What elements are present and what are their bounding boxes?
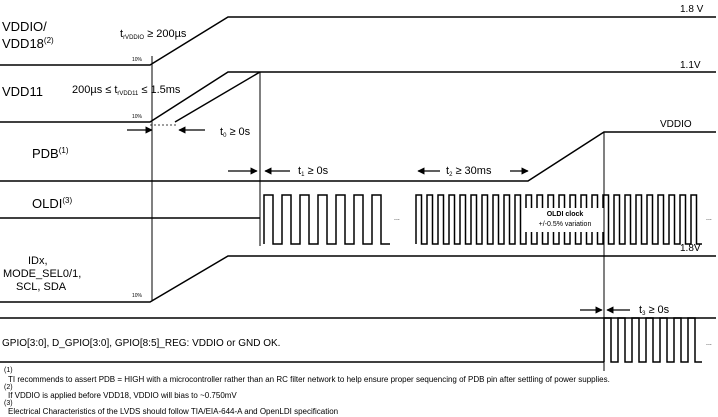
idx-level: 1.8V [680, 243, 701, 254]
idx-waveform [0, 255, 716, 303]
pdb-level: VDDIO [660, 119, 692, 130]
oldi-ellipsis-2: ... [706, 215, 712, 222]
idx-label-3: SCL, SDA [16, 281, 67, 293]
gpio-ellipsis: ... [706, 340, 712, 347]
oldi-burst-2 [415, 194, 702, 245]
oldi-ellipsis-1: ... [394, 215, 400, 222]
t3-label: t3 ≥ 0s [639, 304, 670, 317]
vdd11-waveform-max [174, 71, 261, 123]
footnote-2-num: (2) [4, 384, 13, 391]
t0-label: t0 ≥ 0s [220, 126, 251, 139]
vddio-level: 1.8 V [680, 4, 704, 15]
pdb-waveform [0, 131, 716, 182]
vddio-label: VDDIO/ [2, 19, 47, 34]
oldi-clock-box [525, 208, 605, 232]
idx-label-1: IDx, [28, 255, 48, 267]
vdd18-label: VDD18(2) [2, 36, 54, 51]
ten-percent-mark-a: 10% [132, 57, 143, 63]
ten-percent-mark-b: 10% [132, 114, 143, 120]
t2-label: t2 ≥ 30ms [446, 165, 492, 178]
vdd11-label: VDD11 [2, 84, 43, 99]
pdb-label: PDB(1) [32, 146, 69, 161]
oldi-burst-1 [263, 194, 390, 245]
oldi-clock-line2: +/-0.5% variation [539, 221, 592, 228]
oldi-clock-line1: OLDI clock [547, 211, 584, 218]
vdd11-level: 1.1V [680, 60, 701, 71]
footnote-3-num: (3) [4, 400, 13, 407]
footnote-2-text: If VDDIO is applied before VDD18, VDDIO … [8, 391, 237, 400]
gpio-burst [603, 317, 702, 363]
footnote-1-text: TI recommends to assert PDB = HIGH with … [8, 375, 610, 384]
footnote-3-text: Electrical Characteristics of the LVDS s… [8, 407, 338, 416]
t1-label: t1 ≥ 0s [298, 165, 329, 178]
gpio-label: GPIO[3:0], D_GPIO[3:0], GPIO[8:5]_REG: V… [2, 338, 280, 349]
idx-label-2: MODE_SEL0/1, [3, 268, 81, 280]
t-vddio-label: trVDDIO ≥ 200µs [120, 28, 187, 41]
oldi-label: OLDI(3) [32, 196, 72, 211]
t-vdd11-label: 200µs ≤ trVDD11 ≤ 1.5ms [72, 84, 181, 97]
footnote-1-num: (1) [4, 367, 13, 374]
vdd11-waveform-min [0, 71, 716, 123]
ten-percent-mark-c: 10% [132, 293, 143, 299]
vddio-waveform [0, 16, 716, 66]
